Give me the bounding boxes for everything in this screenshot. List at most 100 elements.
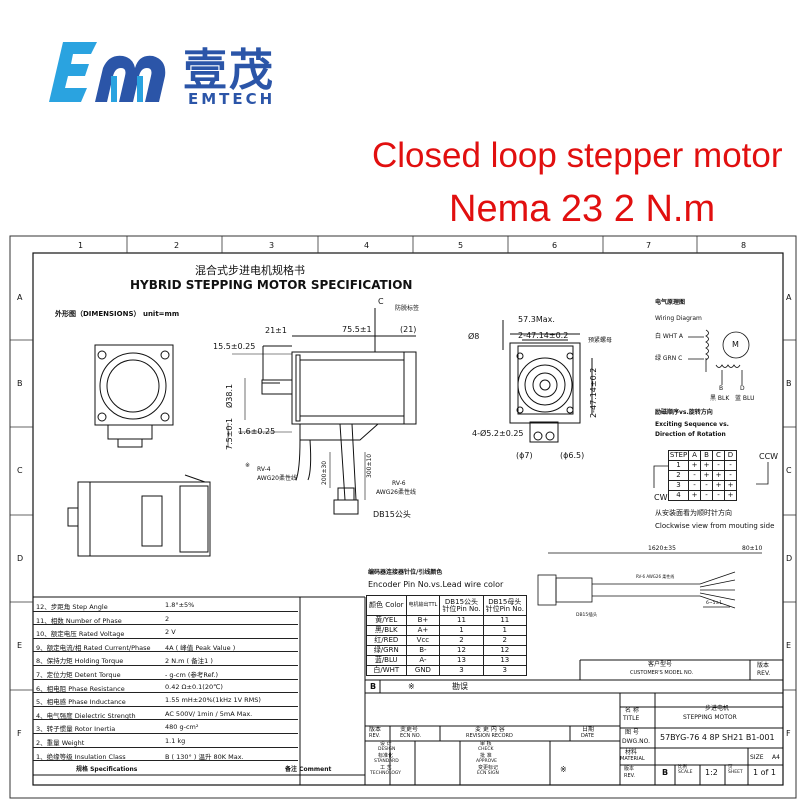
- rev-col-cn-3: 日期: [582, 726, 595, 733]
- spec-value: 2: [165, 614, 170, 623]
- rot-cell: +: [724, 490, 737, 501]
- spec-key: 12、步距角 Step Angle: [36, 603, 108, 611]
- dim-d7: (ϕ7): [516, 451, 533, 460]
- label-db15: DB15公头: [373, 510, 411, 519]
- pin-cell: 黄/YEL: [366, 615, 407, 626]
- col-8: 8: [741, 241, 747, 250]
- pin-cell: 2: [439, 635, 484, 646]
- rot-cell: 3: [668, 480, 689, 491]
- pin-cell: 12: [482, 645, 527, 656]
- rot-h-b: B: [700, 450, 713, 461]
- spec-key: 6、相电阻 Phase Resistance: [36, 684, 125, 693]
- pin-cell: A-: [405, 655, 441, 666]
- pin-cell: 红/RED: [366, 635, 407, 646]
- dim-bolt-vertical: 2-47.14±0.2: [589, 367, 598, 418]
- approve-cn: 批 准: [480, 753, 492, 759]
- dwg-label-en: DWG.NO.: [622, 738, 650, 745]
- spec-key: 5、相电感 Phase Inductance: [36, 698, 126, 707]
- dim-d6-5: (ϕ6.5): [560, 451, 585, 460]
- rot-h-d: D: [724, 450, 737, 461]
- wire-c: 绿 GRN C: [655, 355, 683, 362]
- pin-cell: 1: [439, 625, 484, 636]
- rev-col-en-0: REV.: [369, 733, 380, 739]
- dim-step: 7.5±0.1: [225, 417, 234, 450]
- dim-length: 75.5±1: [342, 325, 372, 334]
- material-label-en: MATERIAL: [620, 756, 645, 762]
- pin-cell: GND: [405, 665, 441, 676]
- label-screw: 预紧螺母: [588, 337, 613, 344]
- pin-cell: B-: [405, 645, 441, 656]
- rotation-table: STEP A B C D 1 + + - - 2 - + + - 3 - - +…: [668, 450, 737, 501]
- wire-d: 蓝 BLU: [735, 395, 755, 402]
- rot-cell: +: [712, 480, 725, 491]
- spec-row: 5、相电感 Phase Inductance 1.55 mH±20%(1kHz 1…: [33, 693, 298, 707]
- sheet-label: 页 SHEET: [728, 765, 743, 775]
- cable-len1: 1620±35: [648, 545, 676, 552]
- dim-holes: 4-Ø5.2±0.25: [472, 429, 524, 438]
- pin-table-title-cn: 编码器连接器针位/引线颜色: [368, 569, 443, 576]
- rot-cell: -: [688, 470, 701, 481]
- pin-h-db15f-cn: DB15母头: [488, 597, 522, 606]
- rot-cell: -: [724, 470, 737, 481]
- pin-table: 颜色 Color 电机输出TTL DB15公头针位Pin No. DB15母头针…: [366, 595, 527, 676]
- tech-en: TECHNOLOGY: [370, 771, 401, 776]
- rot-cell: 4: [668, 490, 689, 501]
- pin-cell: 3: [482, 665, 527, 676]
- pin-h-db15m: DB15公头针位Pin No.: [439, 595, 484, 616]
- headline: Closed loop stepper motor: [372, 136, 783, 175]
- tech-cn: 工 艺: [380, 765, 392, 771]
- spec-key: 3、转子惯量 Rotor Inertia: [36, 725, 116, 734]
- dim-shaft-length: 21±1: [265, 326, 287, 335]
- spec-title-cn: 混合式步进电机规格书: [195, 264, 305, 277]
- rot-cell: -: [712, 460, 725, 471]
- rev-letter: B: [370, 682, 377, 691]
- row-e-right: E: [786, 641, 792, 650]
- customer-rev-en: REV.: [757, 670, 771, 677]
- row-c-right: C: [786, 466, 792, 475]
- row-d-right: D: [786, 554, 793, 563]
- rev-col-en-3: DATE: [581, 733, 595, 739]
- wiring-title-cn: 电气原理图: [655, 299, 686, 306]
- label-rubber: 防脱标签: [395, 305, 420, 312]
- spec-value: B ( 130° ) 温升 80K Max.: [165, 752, 244, 761]
- spec-value: 1.55 mH±20%(1kHz 1V RMS): [165, 696, 261, 705]
- dim-cable2: 300±10: [366, 453, 373, 478]
- name-label-cn: 名 称: [625, 707, 639, 714]
- spec-value: 2 V: [165, 628, 176, 637]
- rev-value: B: [662, 768, 669, 777]
- dwg-number: 57BYG-76 4 8P SH21 B1-001: [660, 733, 775, 742]
- label-rv6: RV-6: [392, 480, 406, 487]
- pin-h-db15m-cn: DB15公头: [444, 597, 479, 606]
- rot-cell: -: [700, 490, 713, 501]
- wire-a: 白 WHT A: [655, 333, 684, 340]
- pin-cell: 3: [439, 665, 484, 676]
- cable-len2: 80±10: [742, 545, 763, 552]
- spec-footer-left: 规格 Specifications: [76, 766, 138, 773]
- rev-label-cn: 版本: [624, 766, 635, 772]
- rot-h-step: STEP: [668, 450, 689, 461]
- pin-cell: 12: [439, 645, 484, 656]
- customer-model-en: CUSTOMER'S MODEL NO.: [630, 670, 694, 676]
- scale-value: 1:2: [705, 768, 718, 777]
- wire-b: 黑 BLK: [710, 395, 730, 402]
- pin-table-title-en: Encoder Pin No.vs.Lead wire color: [368, 580, 504, 589]
- row-a-right: A: [786, 293, 792, 302]
- dims-label: 外形图（DIMENSIONS） unit=mm: [55, 310, 180, 318]
- row-b: B: [17, 379, 23, 388]
- size-value: A4: [772, 754, 780, 761]
- spec-key: 4、电气强度 Dielectric Strength: [36, 711, 136, 720]
- pin-h-db15f: DB15母头针位Pin No.: [482, 595, 527, 616]
- rot-h-c: C: [712, 450, 725, 461]
- rev-x-mark: ※: [408, 682, 415, 691]
- col-5: 5: [458, 241, 464, 250]
- rot-cell: 2: [668, 470, 689, 481]
- spec-value: 1.8°±5%: [165, 601, 195, 609]
- rot-cell: 1: [668, 460, 689, 471]
- rev-col-cn-0: 版本: [369, 726, 382, 733]
